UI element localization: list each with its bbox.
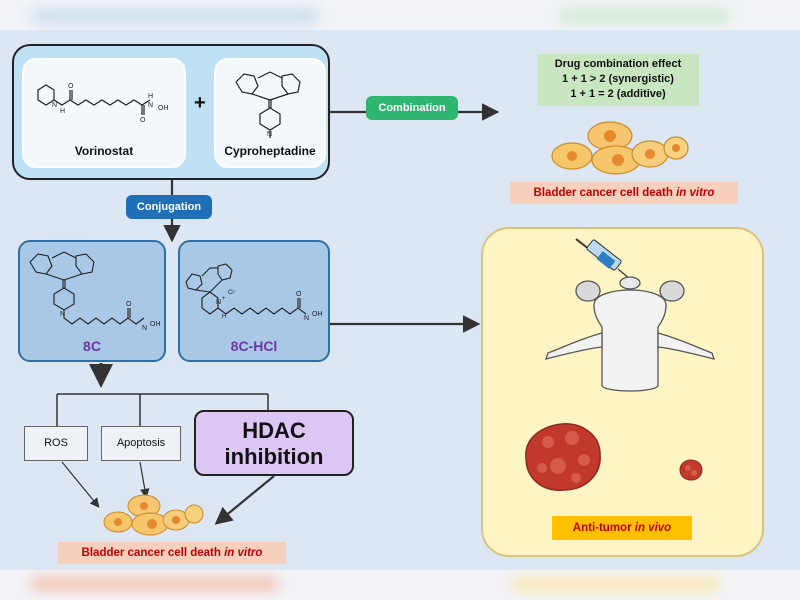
svg-text:OH: OH [158,105,169,112]
combination-effect-box: Drug combination effect 1 + 1 > 2 (syner… [537,54,699,106]
vorinostat-structure-icon: O H N O H N OH [37,83,169,124]
top-blur-right [560,8,730,24]
conjugation-pill: Conjugation [126,195,212,219]
compound-8c-structure-icon: N O N OH [29,251,161,332]
mouse-injection-icon [545,238,715,392]
svg-text:O: O [296,291,302,298]
compound-8c-hcl-card: N + Cl⁻ H O N OH 8C-HCl [178,240,330,362]
svg-text:N: N [216,299,221,306]
hdac-line1: HDAC [242,418,306,443]
svg-text:+: + [222,296,226,302]
svg-text:O: O [140,117,146,124]
svg-text:OH: OH [150,321,161,328]
svg-text:H: H [222,314,226,320]
compound-8c-label: 8C [83,338,101,354]
svg-text:N: N [52,102,57,109]
bottom-blur-right [510,576,720,592]
svg-text:N: N [142,325,147,332]
svg-text:N: N [267,131,272,138]
cancer-cells-icon [551,121,689,175]
outcome-top-emph: in vitro [676,187,715,199]
anti-tumor-emph: in vivo [634,522,672,534]
reactants-box: O H N O H N OH Vorinostat + [12,44,330,180]
arrow-apop-cells [139,461,150,499]
svg-text:H: H [148,93,153,100]
compound-8c-hcl-structure-icon: N + Cl⁻ H O N OH [185,263,323,322]
syringe-icon [575,238,631,280]
svg-text:O: O [126,301,132,308]
vorinostat-card: O H N O H N OH Vorinostat [22,58,186,168]
outcome-bottom-label: Bladder cancer cell death in vitro [58,542,286,564]
anti-tumor-text: Anti-tumor [572,522,635,534]
svg-text:N: N [304,315,309,322]
svg-text:N: N [60,311,65,318]
svg-text:H: H [60,108,65,115]
cyproheptadine-label: Cyproheptadine [224,144,316,158]
anti-tumor-label: Anti-tumor in vivo [552,516,692,540]
combination-pill: Combination [366,96,458,120]
cyproheptadine-structure-icon: N [235,71,301,138]
apoptosis-box: Apoptosis [101,426,181,461]
arrow-hdac-cells [214,475,275,525]
hdac-inhibition-box: HDAC inhibition [194,410,354,476]
outcome-bottom-text: Bladder cancer cell death [81,547,225,559]
svg-text:Cl⁻: Cl⁻ [228,290,237,296]
combination-effect-additive: 1 + 1 = 2 (additive) [570,88,666,100]
diagram-canvas: O H N O H N OH Vorinostat + [0,30,800,570]
svg-text:OH: OH [312,311,323,318]
combination-effect-synergistic: 1 + 1 > 2 (synergistic) [562,73,674,85]
top-blur-left [30,8,320,24]
svg-text:N: N [148,102,153,109]
plus-sign: + [194,92,206,114]
hdac-line2: inhibition [224,444,324,469]
bottom-blur-left [30,576,280,592]
cyproheptadine-card: N Cyproheptadine [214,58,326,168]
combination-effect-title: Drug combination effect [554,58,682,70]
svg-text:O: O [68,83,74,90]
outcome-top-text: Bladder cancer cell death [533,187,677,199]
compound-8c-card: N O N OH 8C [18,240,166,362]
outcome-top-label: Bladder cancer cell death in vitro [510,182,738,204]
compound-8c-hcl-label: 8C-HCl [230,338,278,354]
arrow-ros-cells [61,461,100,508]
outcome-bottom-emph: in vitro [224,547,263,559]
cancer-cells-bottom-icon [103,494,204,536]
tumor-small-icon [679,459,703,481]
ros-box: ROS [24,426,88,461]
tumor-large-icon [525,423,601,491]
vorinostat-label: Vorinostat [74,144,134,158]
